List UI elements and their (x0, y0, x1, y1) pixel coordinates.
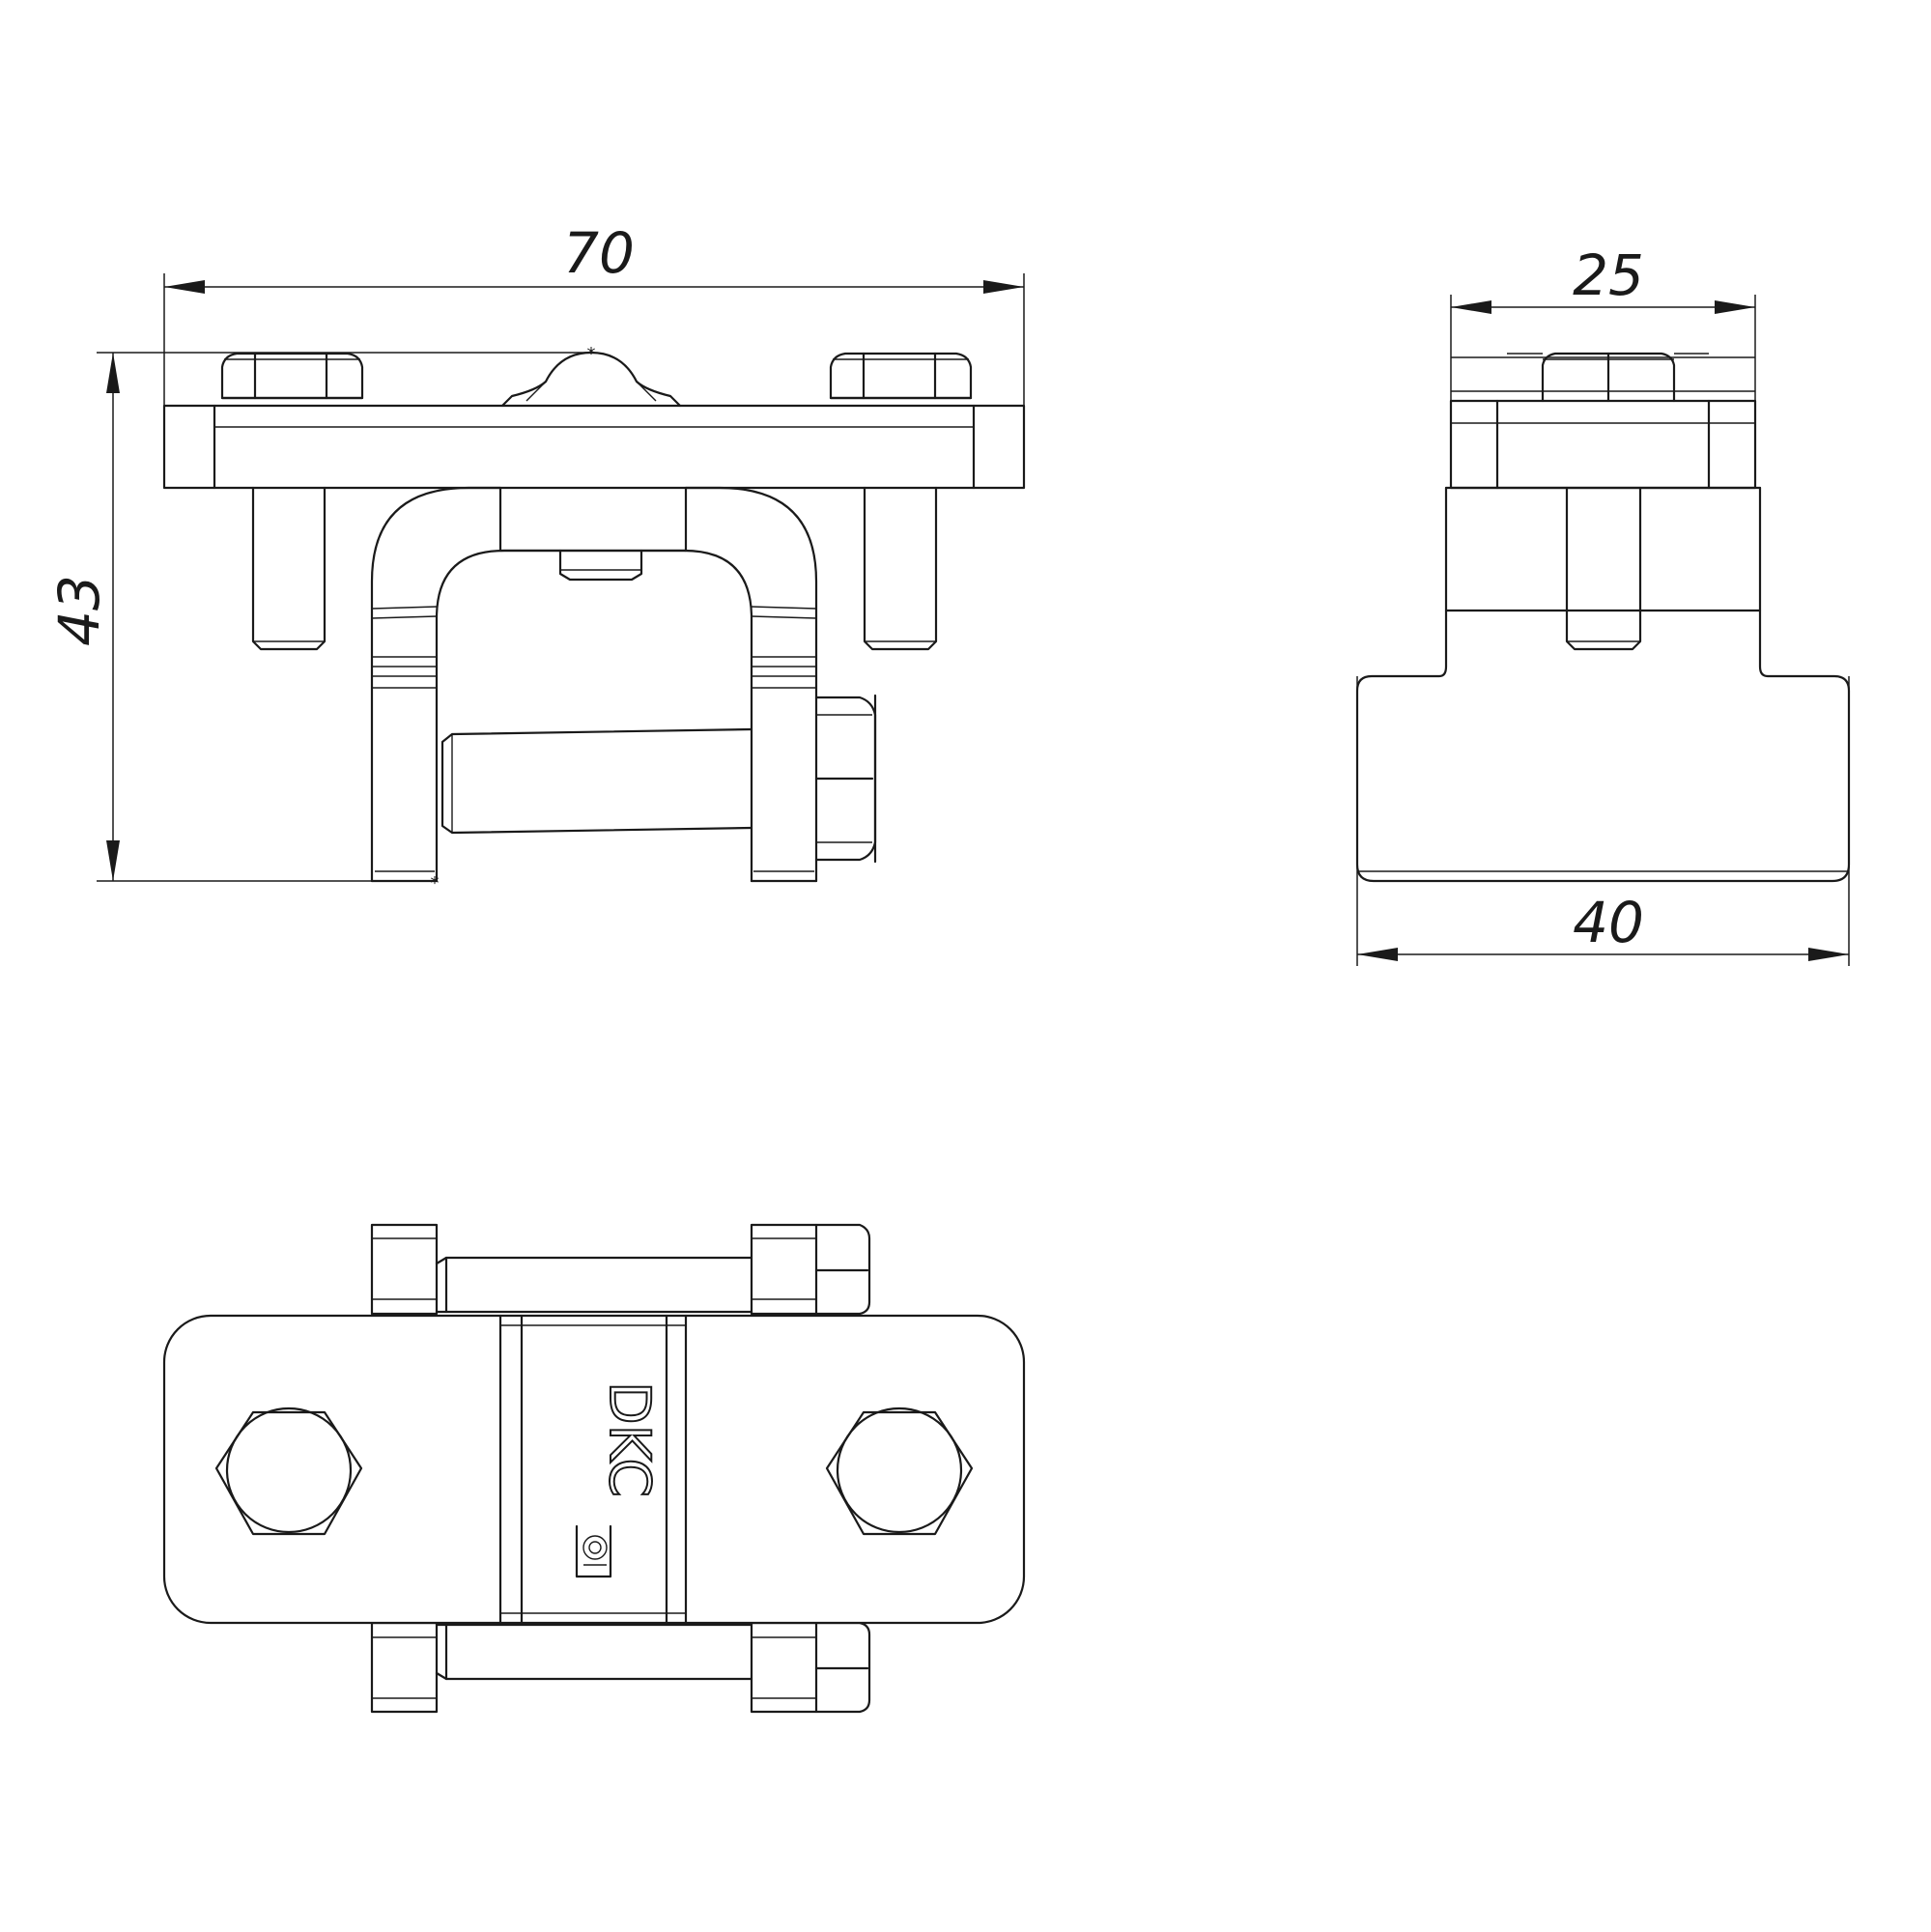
front-center-block (498, 486, 688, 553)
dim-label-43: 43 (46, 575, 112, 646)
front-top-plate (162, 404, 1026, 490)
front-dimension-width: 70 (163, 220, 1025, 488)
front-horizontal-bolt (440, 727, 753, 835)
dim-label-40: 40 (1573, 890, 1644, 955)
svg-text:*: * (431, 873, 440, 894)
dkc-logo: DKC (575, 1380, 664, 1578)
front-dimension-height: 43 * * (46, 344, 596, 894)
top-left-hex-bolt (214, 1406, 363, 1536)
top-upper-bolt (435, 1256, 753, 1314)
front-left-bolt (251, 486, 327, 651)
dkc-logo-icon (575, 1524, 612, 1578)
dim-label-70: 70 (563, 220, 635, 286)
top-main-plate (162, 1314, 1026, 1625)
dkc-logo-text: DKC (597, 1381, 663, 1497)
side-dimension-bottom: 40 (1356, 676, 1850, 966)
side-bolt (1565, 486, 1642, 651)
top-view: DKC (162, 1223, 1026, 1714)
front-left-nut (220, 352, 364, 400)
top-lower-bolt (435, 1623, 753, 1681)
svg-text:*: * (587, 344, 596, 364)
top-leg-tl (370, 1223, 439, 1316)
front-right-nut (829, 352, 973, 400)
side-dimension-top: 25 (1450, 242, 1756, 401)
side-body (1355, 486, 1851, 883)
dim-label-25: 25 (1573, 242, 1644, 308)
side-nut (1507, 352, 1709, 403)
front-view (162, 351, 1026, 883)
front-u-bracket (370, 486, 818, 883)
side-view (1355, 352, 1851, 883)
front-right-bolt (863, 486, 938, 651)
top-right-hex-bolt (825, 1406, 974, 1536)
